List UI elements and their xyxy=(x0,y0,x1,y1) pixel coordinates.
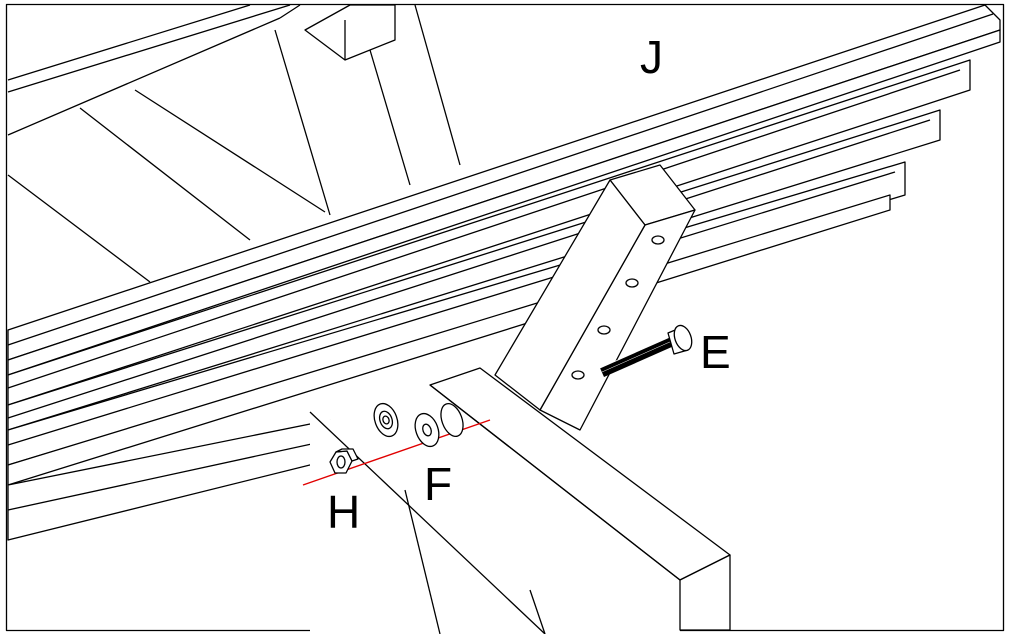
brace-post xyxy=(494,164,696,431)
lower-post xyxy=(309,367,731,634)
nut-h xyxy=(329,448,359,474)
label-bolt-e: E xyxy=(700,326,731,378)
brace-hole xyxy=(651,235,665,245)
bolt-e xyxy=(599,324,693,377)
brace-hole xyxy=(571,370,585,380)
brace-hole xyxy=(597,325,611,335)
label-nut-h: H xyxy=(327,486,360,538)
background-frame xyxy=(7,4,461,283)
beam-hole xyxy=(440,403,464,437)
beam-j xyxy=(7,4,1001,541)
brace-hole xyxy=(625,278,639,288)
washer-f xyxy=(373,402,440,448)
label-washer-f: F xyxy=(424,458,452,510)
label-beam-j: J xyxy=(640,31,663,83)
